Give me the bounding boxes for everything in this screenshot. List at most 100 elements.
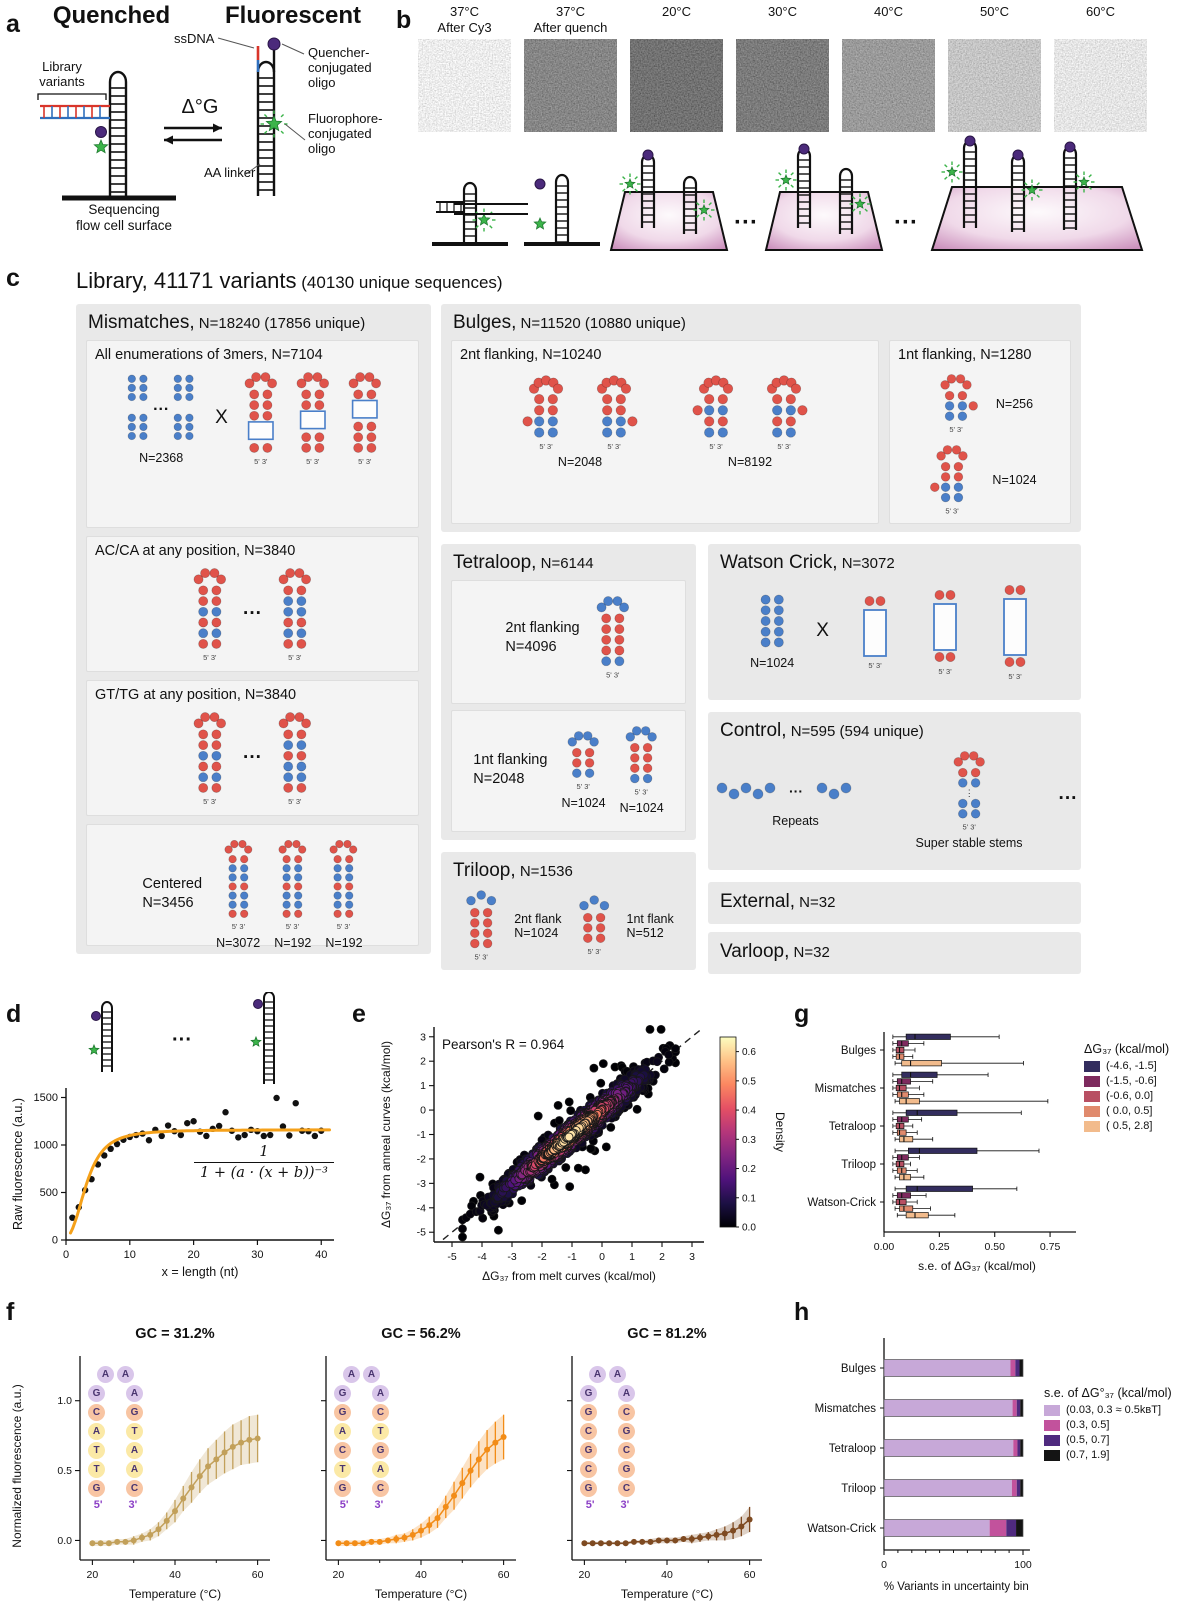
fluorophore-star-icon [1026, 183, 1038, 195]
svg-text:Watson-Crick: Watson-Crick [807, 1197, 876, 1209]
legend-label: (-4.6, -1.5] [1106, 1060, 1157, 1072]
quencher-dot-icon [95, 126, 107, 138]
legend-swatch [1084, 1105, 1100, 1117]
svg-text:20: 20 [187, 1249, 199, 1261]
tetraloop-col: 5' 3'N=1024 [620, 723, 664, 815]
acca-diagrams: 5' 3'···5' 3' [95, 565, 410, 663]
svg-text:Pearson's R = 0.964: Pearson's R = 0.964 [442, 1037, 565, 1052]
bulge-group: 5' 3'5' 3' N=8192 [685, 373, 815, 469]
svg-text:20: 20 [87, 1569, 99, 1581]
svg-text:Watson-Crick: Watson-Crick [807, 1523, 876, 1535]
temperature-label: 30°C [767, 4, 798, 19]
svg-text:Triloop: Triloop [841, 1159, 876, 1171]
svg-text:5' 3': 5' 3' [286, 922, 300, 931]
legend-swatch [1084, 1090, 1100, 1102]
svg-text:0.4: 0.4 [742, 1106, 756, 1117]
svg-text:x = length (nt): x = length (nt) [162, 1265, 239, 1279]
legend-entry: (-0.6, 0.0] [1084, 1090, 1196, 1102]
microscopy-tile: 37°C After quench [524, 4, 617, 132]
centered-hairpin: 5' 3' [224, 839, 252, 931]
centered-hairpin-col: 5' 3' N=192 [274, 837, 311, 950]
base-T: T [372, 1423, 389, 1440]
noise-image [418, 39, 511, 132]
svg-text:Mismatches: Mismatches [815, 1083, 877, 1095]
base-G: G [126, 1404, 143, 1421]
base-A: A [97, 1366, 114, 1383]
panel-h-label: h [794, 1298, 810, 1326]
svg-text:5' 3': 5' 3' [946, 506, 960, 515]
base-G: G [334, 1385, 351, 1402]
svg-text:20: 20 [333, 1569, 345, 1581]
svg-text:0.50: 0.50 [984, 1241, 1005, 1253]
temperature-label: 50°C [979, 4, 1010, 19]
base-A: A [589, 1366, 606, 1383]
varloop-box: Varloop, N=32 [708, 932, 1081, 974]
count-label: N=192 [325, 936, 363, 950]
five-prime-label: 5' [339, 1499, 349, 1511]
svg-text:0.1: 0.1 [742, 1193, 756, 1204]
centered-hairpin-col: 5' 3'N=3072 [216, 837, 260, 950]
svg-text:⋮: ⋮ [964, 788, 973, 798]
microscopy-tile: 30°C [736, 4, 829, 132]
svg-text:Mismatches: Mismatches [815, 1403, 877, 1415]
ellipsis: ··· [153, 400, 170, 418]
base-row: 5'3' [94, 1499, 137, 1511]
delta-g-label: Δ°G [181, 96, 219, 118]
legend-label: (-0.6, 0.0] [1106, 1090, 1154, 1102]
five-prime-label: 5' [93, 1499, 103, 1511]
base-row: 5'3' [586, 1499, 629, 1511]
legend-swatch [1044, 1419, 1060, 1431]
base-G: G [88, 1385, 105, 1402]
svg-text:2: 2 [420, 1056, 426, 1068]
svg-text:5' 3': 5' 3' [868, 661, 882, 670]
noise-image [524, 39, 617, 132]
bulge-pair-row: 5' 3'5' 3' [685, 373, 815, 452]
svg-text:0: 0 [63, 1249, 69, 1261]
svg-text:1500: 1500 [34, 1092, 58, 1104]
stems-col: ⋮5' 3'Super stable stems [916, 748, 1023, 850]
svg-text:···: ··· [734, 209, 758, 236]
svg-text:-4: -4 [477, 1251, 486, 1263]
count-label: N=256 [995, 396, 1034, 411]
mismatch-hairpin: 5' 3' [348, 372, 381, 466]
svg-text:0.75: 0.75 [1040, 1241, 1061, 1253]
base-A: A [126, 1385, 143, 1402]
svg-text:0.00: 0.00 [874, 1241, 895, 1253]
count-label: N=192 [274, 936, 312, 950]
tetraloop-title: Tetraloop, N=6144 [453, 552, 594, 573]
svg-text:-5: -5 [447, 1251, 456, 1263]
svg-text:Tetraloop: Tetraloop [829, 1121, 876, 1133]
3mer-duplex [127, 374, 148, 402]
svg-text:5' 3': 5' 3' [587, 947, 601, 956]
quencher-dot-icon [1012, 149, 1024, 161]
microscopy-tile: 60°C [1054, 4, 1147, 132]
fluorophore-label: Fluorophore- conjugated oligo [308, 111, 383, 156]
svg-text:60: 60 [252, 1569, 264, 1581]
legend-label: (0.03, 0.3 ≈ 0.5kʙT] [1066, 1404, 1162, 1416]
legend-label: (0.5, 0.7] [1066, 1434, 1110, 1446]
legend-swatch [1084, 1120, 1100, 1132]
svg-text:Temperature (°C): Temperature (°C) [129, 1587, 221, 1601]
times-label: X [215, 407, 228, 428]
base-G: G [580, 1385, 597, 1402]
hairpin-icons: ··· [88, 992, 275, 1084]
svg-text:Density: Density [773, 1112, 787, 1152]
svg-text:% Variants in uncertainty bin: % Variants in uncertainty bin [884, 1581, 1029, 1593]
tetraloop-hairpin: 5' 3' [596, 596, 629, 679]
svg-text:0: 0 [881, 1559, 887, 1571]
count-label: N=8192 [727, 455, 773, 469]
svg-text:5' 3': 5' 3' [777, 442, 791, 451]
repeats-col: ···Repeats [712, 771, 880, 828]
legend-entry: (0.3, 0.5] [1044, 1419, 1196, 1431]
flow-cell-scenes: ······ [432, 135, 1144, 251]
panel-e-label: e [352, 1000, 366, 1028]
